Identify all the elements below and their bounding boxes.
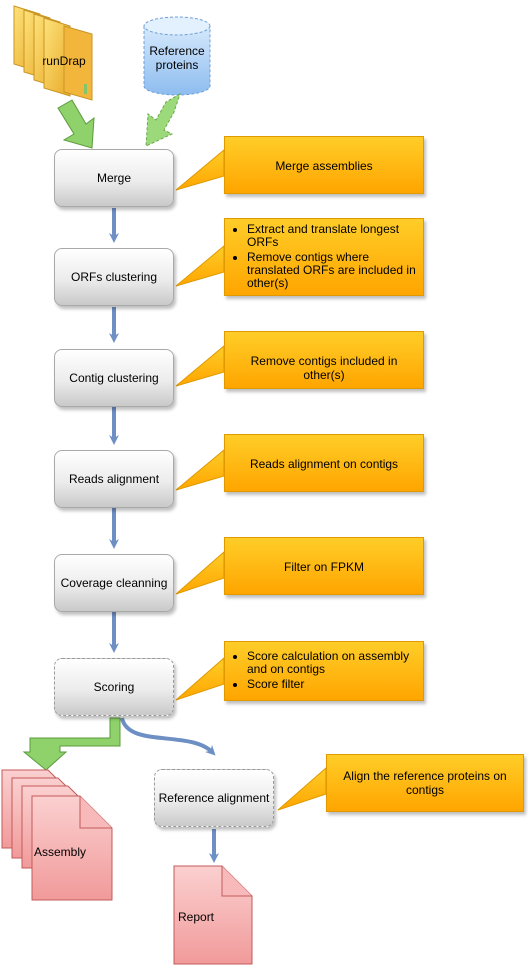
folder-icon bbox=[13, 5, 93, 101]
note-coverage-cleanning: Filter on FPKM bbox=[224, 537, 424, 595]
note-reference-alignment: Align the reference proteins on contigs bbox=[326, 754, 524, 812]
database-icon bbox=[143, 16, 211, 96]
note-reads-alignment: Reads alignment on contigs bbox=[224, 434, 424, 492]
arrow-scoring-refalign bbox=[120, 717, 216, 756]
input-arrow-rundrap bbox=[57, 99, 95, 149]
flow-arrows bbox=[109, 208, 219, 863]
note-scoring-item: Score filter bbox=[247, 677, 419, 691]
input-arrow-reference bbox=[145, 92, 181, 147]
report-document-icon bbox=[173, 865, 253, 965]
note-orfs-item: Extract and translate longest ORFs bbox=[247, 222, 419, 249]
output-arrow-assembly bbox=[22, 717, 121, 771]
step-reference-alignment[interactable]: Reference alignment bbox=[154, 769, 274, 827]
note-scoring: Score calculation on assembly and on con… bbox=[224, 641, 424, 701]
note-merge: Merge assemblies bbox=[224, 136, 424, 194]
report-label: Report bbox=[178, 910, 215, 924]
step-contig-clustering[interactable]: Contig clustering bbox=[54, 349, 174, 407]
step-coverage-cleanning[interactable]: Coverage cleanning bbox=[54, 554, 174, 612]
assembly-label: Assembly bbox=[34, 845, 87, 859]
step-scoring[interactable]: Scoring bbox=[54, 658, 174, 716]
callout-pointers bbox=[175, 148, 327, 811]
step-orfs-clustering[interactable]: ORFs clustering bbox=[54, 248, 174, 306]
note-orfs-clustering: Extract and translate longest ORFs Remov… bbox=[224, 218, 424, 296]
note-orfs-item: Remove contigs where translated ORFs are… bbox=[247, 250, 419, 290]
rundrap-label: runDrap bbox=[42, 54, 86, 68]
note-scoring-item: Score calculation on assembly and on con… bbox=[247, 649, 419, 676]
assembly-document-icon bbox=[1, 769, 113, 901]
note-contig-clustering: Remove contigs included in other(s) bbox=[224, 331, 424, 389]
step-reads-alignment[interactable]: Reads alignment bbox=[54, 450, 174, 508]
reference-proteins-label: Reference proteins bbox=[149, 44, 205, 72]
step-merge[interactable]: Merge bbox=[54, 149, 174, 207]
